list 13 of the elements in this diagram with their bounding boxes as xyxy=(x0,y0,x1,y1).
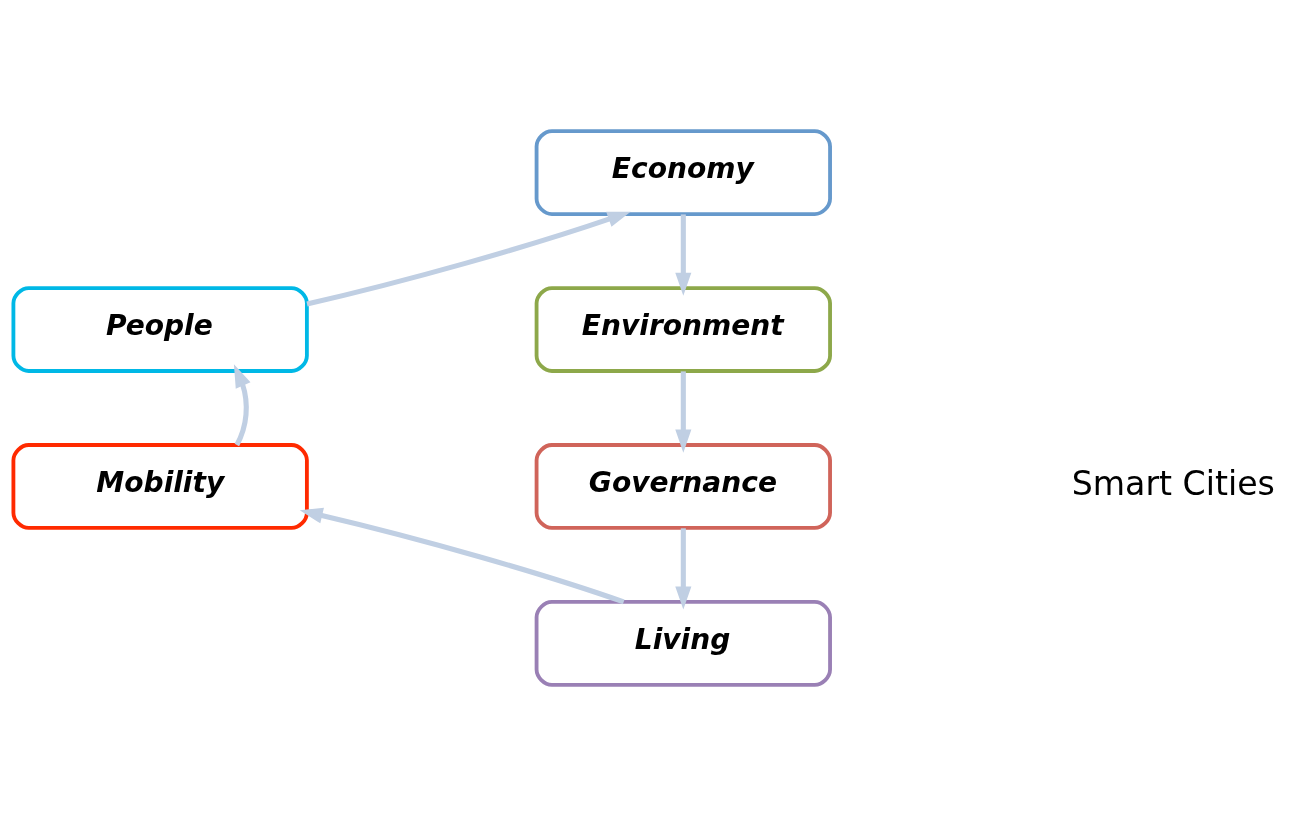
node-box: Governance xyxy=(534,443,832,530)
label: Smart Cities xyxy=(1071,463,1275,503)
node-box: People xyxy=(11,286,309,373)
arrow xyxy=(675,214,692,296)
arrow xyxy=(299,507,625,605)
arrow xyxy=(306,211,631,307)
node-box: Economy xyxy=(534,129,832,216)
node-box: Mobility xyxy=(11,443,309,530)
arrow xyxy=(233,364,251,447)
arrow xyxy=(675,371,692,453)
node-box: Environment xyxy=(534,286,832,373)
arrow xyxy=(675,528,692,610)
node-box: Living xyxy=(534,600,832,687)
